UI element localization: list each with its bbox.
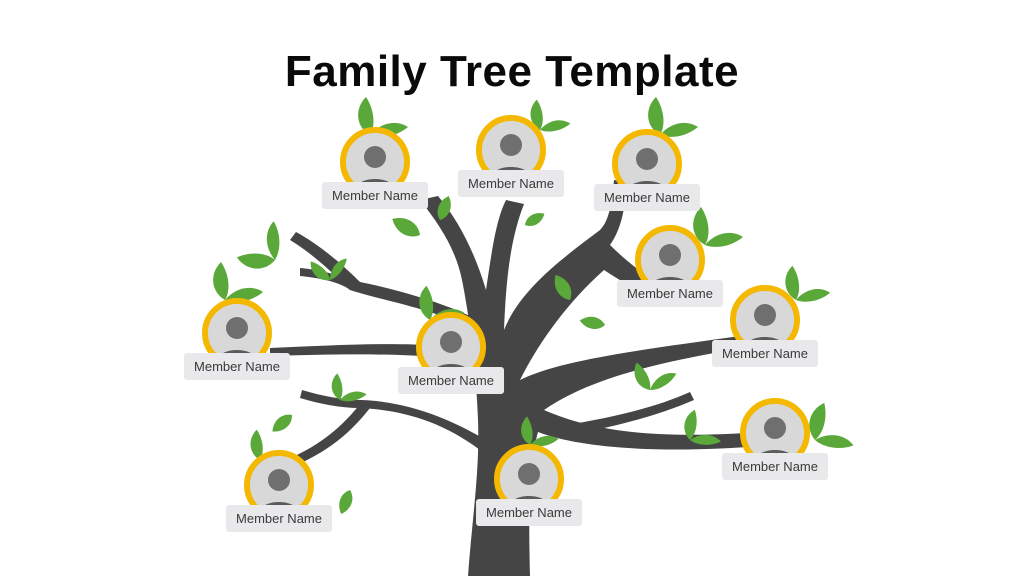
member-name-label: Member Name [594,184,700,211]
member-name-label: Member Name [398,367,504,394]
page-title: Family Tree Template [284,47,740,96]
member-name-label: Member Name [322,182,428,209]
member-name-label: Member Name [617,280,723,307]
member-name-label: Member Name [722,453,828,480]
member-name-label: Member Name [712,340,818,367]
member-name-label: Member Name [458,170,564,197]
member-name-label: Member Name [476,499,582,526]
member-name-label: Member Name [184,353,290,380]
member-name-label: Member Name [226,505,332,532]
